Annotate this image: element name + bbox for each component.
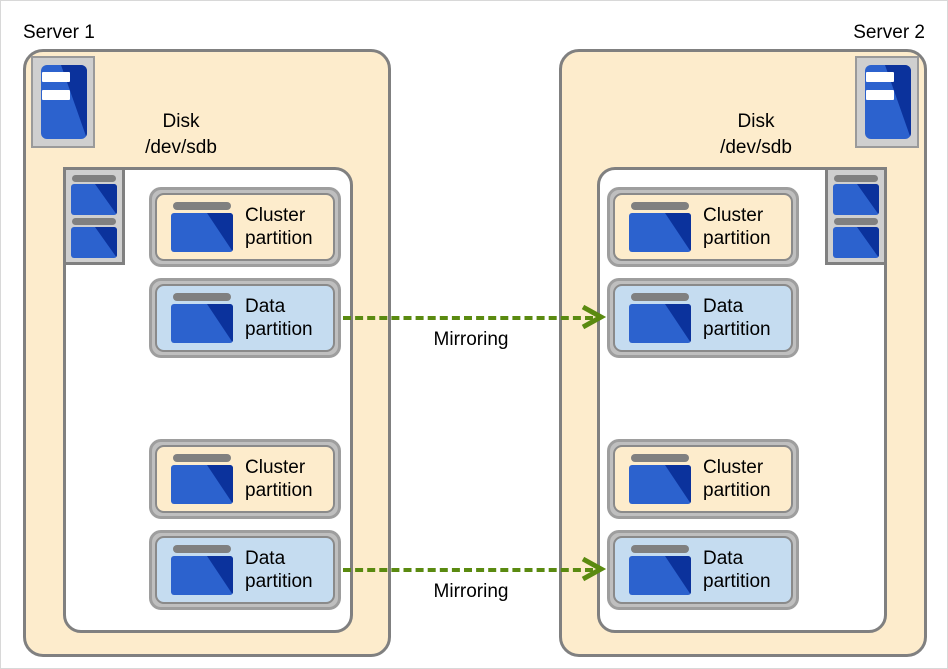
partition-label-line-1: Data bbox=[703, 547, 744, 569]
partition-icon bbox=[629, 202, 691, 252]
partition-icon bbox=[171, 293, 233, 343]
partition-s2-cluster-2[interactable]: Cluster partition bbox=[607, 439, 799, 519]
mirroring-bottom-label: Mirroring bbox=[433, 581, 509, 602]
partition-s1-cluster-2[interactable]: Cluster partition bbox=[149, 439, 341, 519]
server-machine-icon bbox=[31, 56, 95, 148]
mirroring-top-label: Mirroring bbox=[433, 329, 509, 350]
partition-inner: Data partition bbox=[613, 536, 793, 604]
partition-label-line-2: partition bbox=[703, 480, 771, 501]
partition-icon-plate bbox=[171, 304, 233, 343]
partition-label-line-2: partition bbox=[245, 571, 313, 592]
disk-icon-platter-1 bbox=[71, 184, 117, 215]
partition-label-line-2: partition bbox=[245, 319, 313, 340]
partition-icon bbox=[629, 545, 691, 595]
partition-inner: Data partition bbox=[613, 284, 793, 352]
disk-icon-platter-1 bbox=[833, 184, 879, 215]
partition-icon bbox=[171, 454, 233, 504]
server-1-disk-label: Disk /dev/sdb bbox=[116, 109, 246, 160]
partition-icon-bar bbox=[631, 202, 689, 210]
partition-icon bbox=[629, 454, 691, 504]
partition-icon-bar bbox=[173, 454, 231, 462]
disk-label-line-1: Disk bbox=[162, 111, 200, 132]
partition-s2-cluster-1[interactable]: Cluster partition bbox=[607, 187, 799, 267]
disk-drive-icon bbox=[63, 167, 125, 265]
disk-icon-platter-2 bbox=[833, 227, 879, 258]
disk-label-line-2: /dev/sdb bbox=[720, 136, 792, 158]
partition-label-line-1: Cluster bbox=[245, 456, 306, 478]
partition-icon-plate bbox=[171, 213, 233, 252]
partition-label-line-2: partition bbox=[245, 228, 313, 249]
server-icon-slot-1 bbox=[866, 72, 894, 82]
server-machine-icon bbox=[855, 56, 919, 148]
partition-icon-plate bbox=[629, 465, 691, 504]
partition-label: Data partition bbox=[245, 547, 313, 593]
partition-icon-plate bbox=[629, 556, 691, 595]
server-1-label: Server 1 bbox=[23, 22, 95, 43]
partition-inner: Data partition bbox=[155, 284, 335, 352]
server-2-disk-label: Disk /dev/sdb bbox=[691, 109, 821, 160]
partition-s2-data-2[interactable]: Data partition bbox=[607, 530, 799, 610]
partition-inner: Cluster partition bbox=[155, 193, 335, 261]
disk-icon-bar-1 bbox=[834, 175, 878, 182]
partition-label: Cluster partition bbox=[703, 456, 771, 502]
disk-label-line-2: /dev/sdb bbox=[145, 136, 217, 158]
partition-icon-plate bbox=[629, 213, 691, 252]
partition-label-line-2: partition bbox=[703, 571, 771, 592]
partition-icon bbox=[171, 545, 233, 595]
server-2-label: Server 2 bbox=[853, 22, 925, 43]
partition-icon-bar bbox=[631, 293, 689, 301]
partition-icon-bar bbox=[173, 202, 231, 210]
disk-icon-bar-2 bbox=[834, 218, 878, 225]
partition-inner: Cluster partition bbox=[613, 193, 793, 261]
mirroring-top-line bbox=[343, 316, 593, 320]
mirroring-bottom-line bbox=[343, 568, 593, 572]
partition-label-line-1: Data bbox=[245, 295, 286, 317]
partition-label: Data partition bbox=[703, 547, 771, 593]
partition-label-line-2: partition bbox=[703, 228, 771, 249]
server-icon-slot-2 bbox=[866, 90, 894, 100]
partition-label-line-1: Data bbox=[703, 295, 744, 317]
partition-s1-data-2[interactable]: Data partition bbox=[149, 530, 341, 610]
partition-icon-bar bbox=[173, 545, 231, 553]
partition-label: Cluster partition bbox=[245, 456, 313, 502]
partition-label-line-1: Data bbox=[245, 547, 286, 569]
partition-label: Cluster partition bbox=[245, 204, 313, 250]
partition-label: Cluster partition bbox=[703, 204, 771, 250]
partition-inner: Data partition bbox=[155, 536, 335, 604]
partition-icon-plate bbox=[629, 304, 691, 343]
partition-icon-bar bbox=[631, 545, 689, 553]
partition-label-line-2: partition bbox=[245, 480, 313, 501]
partition-icon-bar bbox=[631, 454, 689, 462]
partition-icon-bar bbox=[173, 293, 231, 301]
disk-icon-platter-2 bbox=[71, 227, 117, 258]
disk-drive-icon bbox=[825, 167, 887, 265]
partition-icon-plate bbox=[171, 556, 233, 595]
partition-label-line-1: Cluster bbox=[703, 204, 764, 226]
disk-icon-bar-1 bbox=[72, 175, 116, 182]
partition-s2-data-1[interactable]: Data partition bbox=[607, 278, 799, 358]
partition-label: Data partition bbox=[703, 295, 771, 341]
disk-label-line-1: Disk bbox=[737, 111, 775, 132]
server-icon-slot-2 bbox=[42, 90, 70, 100]
partition-label-line-1: Cluster bbox=[245, 204, 306, 226]
disk-icon-bar-2 bbox=[72, 218, 116, 225]
partition-s1-data-1[interactable]: Data partition bbox=[149, 278, 341, 358]
server-icon-slot-1 bbox=[42, 72, 70, 82]
partition-label: Data partition bbox=[245, 295, 313, 341]
partition-inner: Cluster partition bbox=[155, 445, 335, 513]
partition-icon-plate bbox=[171, 465, 233, 504]
partition-s1-cluster-1[interactable]: Cluster partition bbox=[149, 187, 341, 267]
partition-icon bbox=[171, 202, 233, 252]
partition-icon bbox=[629, 293, 691, 343]
partition-label-line-1: Cluster bbox=[703, 456, 764, 478]
partition-label-line-2: partition bbox=[703, 319, 771, 340]
partition-inner: Cluster partition bbox=[613, 445, 793, 513]
